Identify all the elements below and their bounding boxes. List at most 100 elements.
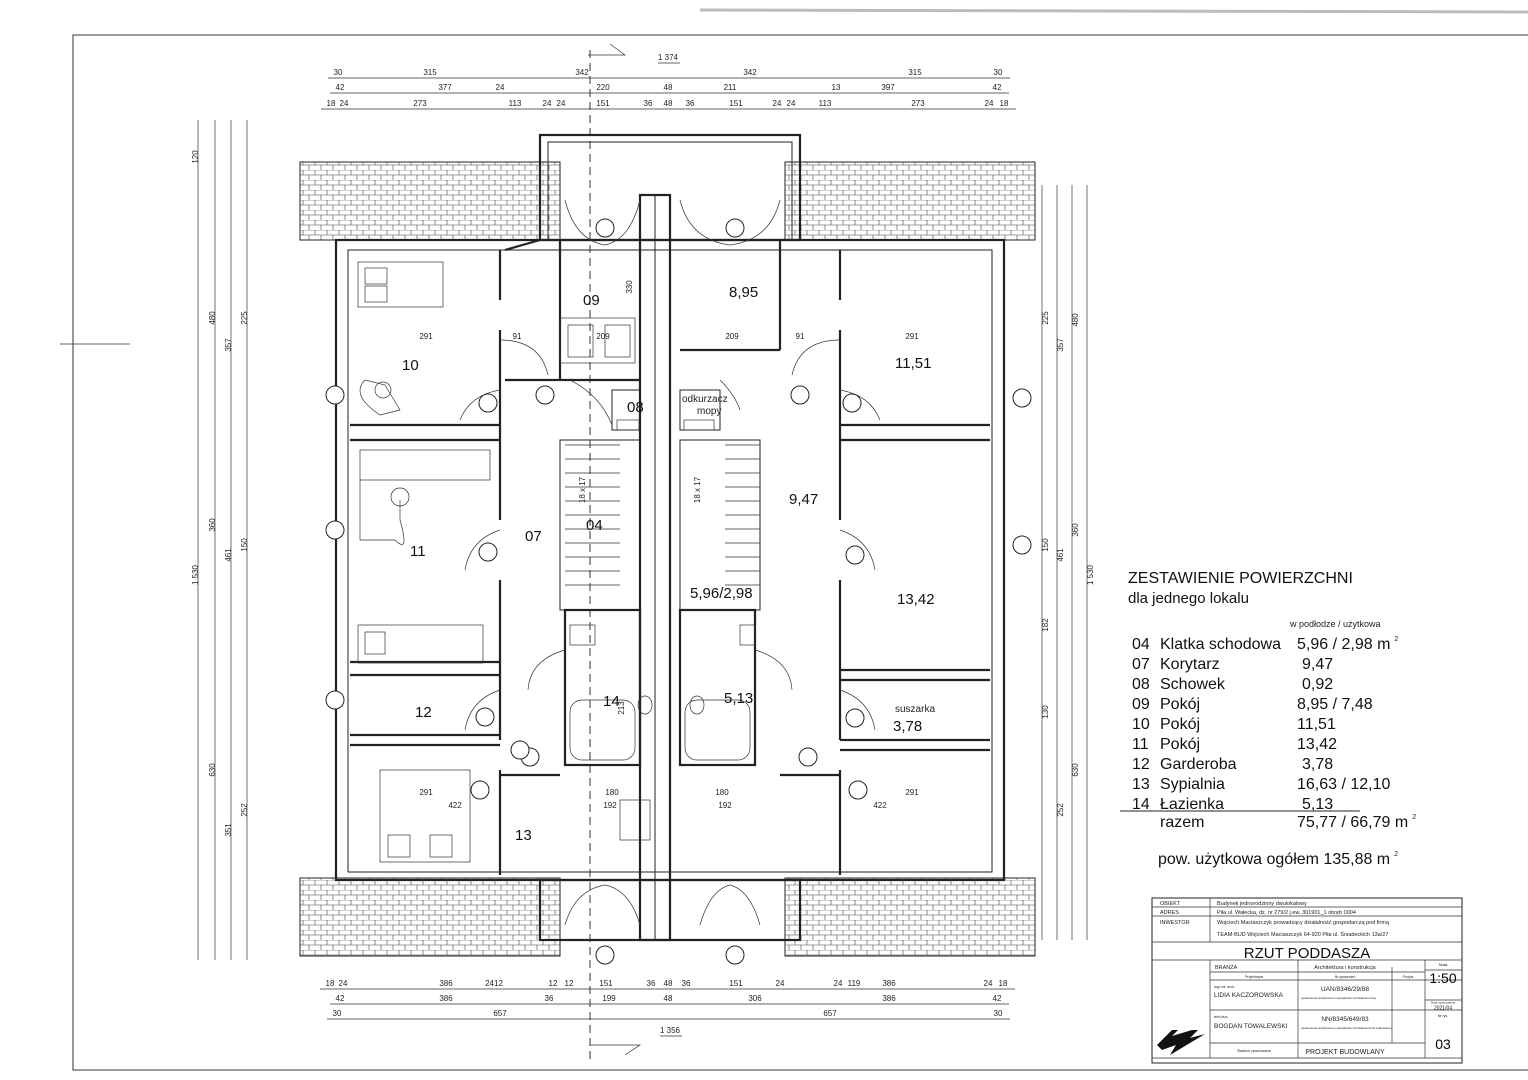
dim-inner-label: 291	[905, 332, 919, 341]
room-label-08: 08	[627, 399, 644, 416]
dim-bottom-1-label: 386	[882, 979, 896, 988]
dim-left-label: 1 530	[191, 564, 200, 585]
dim-top-1-label: 315	[423, 68, 437, 77]
dim-top-2-label: 42	[993, 83, 1002, 92]
room-area-13-42: 13,42	[897, 591, 935, 608]
summary-subtitle: dla jednego lokalu	[1128, 590, 1249, 607]
scan-edge	[699, 8, 1528, 14]
dim-bottom-2-label: 42	[336, 994, 345, 1003]
dim-top-3-label: 24	[773, 99, 782, 108]
dim-right-label: 182	[1041, 618, 1050, 632]
light-point-icon	[725, 218, 745, 238]
dim-top-3-label: 24	[557, 99, 566, 108]
summary-row-value: 11,51	[1297, 716, 1336, 733]
light-point-icon	[848, 780, 868, 800]
dim-bottom-2-label: 48	[664, 994, 673, 1003]
doors	[459, 199, 881, 926]
dim-top-2-label: 48	[664, 83, 673, 92]
area-summary: ZESTAWIENIE POWIERZCHNI dla jednego loka…	[1120, 570, 1416, 868]
dim-top-3-label: 113	[509, 99, 522, 108]
section-mark-top	[588, 43, 627, 56]
dim-top-3-label: 24	[543, 99, 552, 108]
light-point-icon	[1012, 388, 1032, 408]
dim-bottom-total-label: 1 356	[660, 1026, 681, 1035]
dim-top-3-label: 151	[596, 99, 610, 108]
light-point-icon	[798, 747, 818, 767]
dim-inner-label: 330	[625, 280, 634, 294]
tb-person1-desc: uprawnienia projektowe w specjalności ar…	[1301, 996, 1376, 1000]
light-point-icon	[595, 218, 615, 238]
dim-left-label: 480	[208, 311, 217, 325]
dim-right-label: 461	[1056, 548, 1065, 562]
dim-right-label: 130	[1041, 705, 1050, 719]
company-logo	[1157, 1030, 1205, 1055]
tb-inwestor-1: Wojciech Maciaszczyk prowadzący działaln…	[1217, 920, 1390, 926]
roof-area-bottom-left	[299, 877, 561, 957]
dim-inner-label: 180	[715, 788, 729, 797]
room-area-5-13: 5,13	[724, 690, 753, 707]
tb-person2-title: tech.bud.	[1214, 1015, 1228, 1019]
room-area-stairs: 5,96/2,98	[690, 585, 753, 602]
room-label-11: 11	[410, 543, 426, 560]
light-point-icon	[1012, 535, 1032, 555]
dim-bottom-1-label: 36	[647, 979, 656, 988]
tb-stadium-label: Stadium opracowania	[1237, 1049, 1271, 1053]
dim-inner-label: 291	[419, 788, 433, 797]
dim-bottom-1-label: 151	[599, 979, 613, 988]
light-point-icon	[478, 542, 498, 562]
roof-area-bottom-right	[784, 877, 1036, 957]
dim-bottom-2-label: 36	[545, 994, 554, 1003]
summary-row-value: 5,96 / 2,98 m	[1297, 636, 1390, 653]
dim-left-label: 630	[208, 763, 217, 777]
summary-row-number: 12	[1132, 756, 1150, 773]
summary-row-sup: 2	[1394, 636, 1398, 643]
tb-podpis: Podpis	[1403, 975, 1414, 979]
room-label-13: 13	[515, 827, 532, 844]
dim-bottom-1-label: 12	[565, 979, 574, 988]
dim-bottom-1-label: 119	[848, 979, 861, 988]
tb-nr-rys-label: Nr rys.	[1438, 1014, 1448, 1018]
summary-row-value: 13,42	[1297, 736, 1337, 753]
tb-nr-rys: 03	[1435, 1036, 1451, 1052]
room-label-09: 09	[583, 292, 600, 309]
dim-right-label: 225	[1041, 311, 1050, 325]
tb-data: 2021/04	[1434, 1005, 1452, 1011]
room-label-10: 10	[402, 357, 419, 374]
summary-row-number: 08	[1132, 676, 1150, 693]
tb-drawing-title: RZUT PODDASZA	[1244, 945, 1370, 962]
dim-bottom-2-label: 386	[439, 994, 453, 1003]
summary-row-number: 14	[1132, 796, 1150, 813]
light-point-icon	[535, 385, 555, 405]
dim-inner-label: 209	[596, 332, 610, 341]
dim-top-2-label: 24	[496, 83, 505, 92]
dim-top-3-label: 36	[686, 99, 695, 108]
dim-right-label: 252	[1056, 803, 1065, 817]
dim-bottom-3-label: 30	[994, 1009, 1003, 1018]
tb-projektowal: Projektował	[1245, 975, 1263, 979]
dim-bottom-1-label: 12	[549, 979, 558, 988]
dim-top-1-label: 342	[743, 68, 757, 77]
dim-bottom-1-label: 24	[339, 979, 348, 988]
dim-bottom-1-label: 48	[664, 979, 673, 988]
summary-row-name: Schowek	[1160, 676, 1226, 693]
summary-row-name: Garderoba	[1160, 756, 1237, 773]
tb-obiekt-label: OBIEKT	[1160, 901, 1181, 907]
summary-row-number: 09	[1132, 696, 1150, 713]
dim-right-label: 360	[1071, 523, 1080, 537]
room-label-14: 14	[603, 693, 620, 710]
dim-inner-label: 91	[796, 332, 805, 341]
summary-row-name: Pokój	[1160, 696, 1200, 713]
tb-skala: 1:50	[1429, 970, 1456, 986]
room-area-9-47: 9,47	[789, 491, 818, 508]
tb-inwestor-2: TEAM-BUD Wojciech Maciaszczyk 64-920 Pił…	[1217, 930, 1388, 938]
light-point-icon	[725, 945, 745, 965]
light-point-icon	[470, 780, 490, 800]
room-area-11-51: 11,51	[895, 355, 931, 372]
tb-person2-nr: NN/8345/649/83	[1321, 1016, 1369, 1023]
tb-branza-label: BRANŻA	[1215, 964, 1238, 971]
